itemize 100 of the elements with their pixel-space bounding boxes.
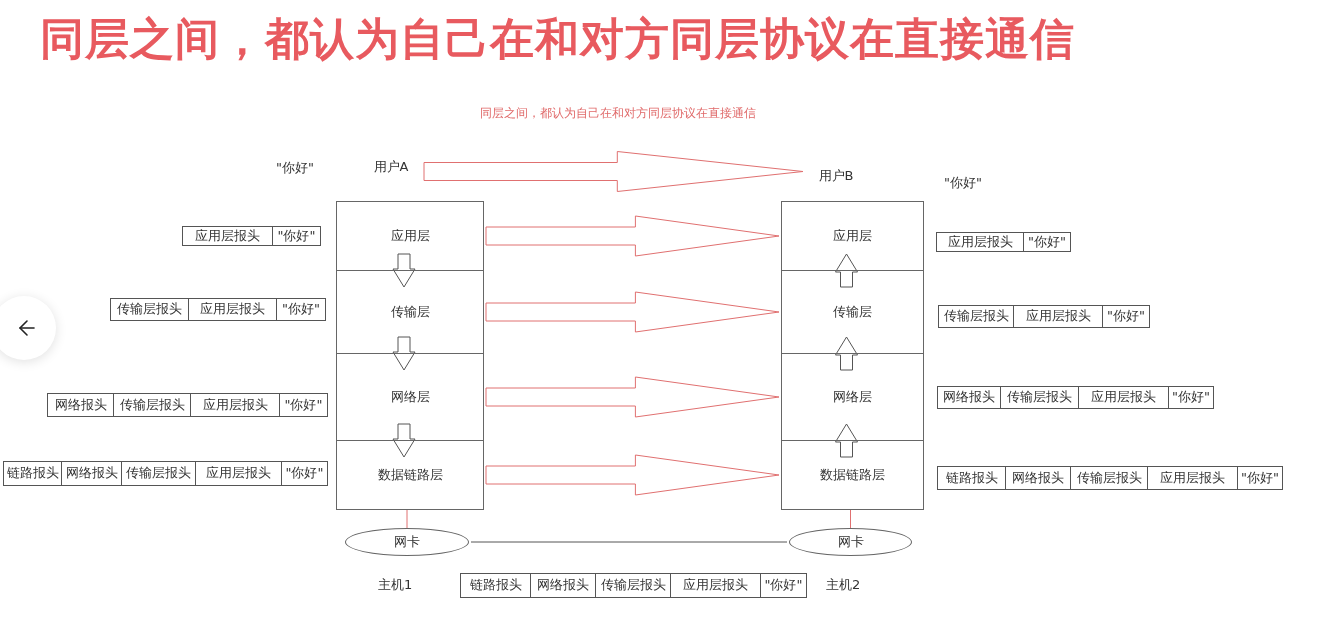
- user-label: 用户B: [805, 167, 867, 185]
- connector-line: [406, 509, 408, 529]
- header-cell: [937, 466, 1006, 490]
- header-cell: [182, 226, 273, 246]
- header-cell: [1023, 232, 1071, 252]
- header-label: "你好": [284, 397, 323, 413]
- header-label: 传输层报头: [1007, 390, 1072, 405]
- header-cell: [1013, 305, 1103, 328]
- header-label: 链路报头: [6, 466, 59, 481]
- header-label: 应用层报头: [202, 397, 268, 413]
- layer-box: [781, 353, 924, 441]
- header-label: 链路报头: [469, 578, 522, 593]
- header-label: "你好": [1172, 390, 1210, 405]
- header-cell: [121, 461, 196, 486]
- layer-label: 应用层: [833, 228, 872, 244]
- block-arrow: [835, 423, 858, 458]
- layer-label: 传输层: [390, 304, 430, 320]
- header-label: "你好": [282, 302, 320, 317]
- header-cell: [195, 461, 282, 486]
- header-label: "你好": [285, 466, 324, 481]
- layer-box: [781, 440, 924, 510]
- header-label: "你好": [1107, 309, 1145, 324]
- header-label: 链路报头: [945, 470, 998, 486]
- header-label: 网络报头: [537, 578, 589, 593]
- header-label: "你好": [1028, 234, 1066, 250]
- header-cell: [3, 461, 62, 486]
- block-arrow: [392, 253, 416, 288]
- header-cell: [937, 386, 1001, 409]
- layer-box: [336, 201, 484, 271]
- header-cell: [670, 573, 761, 598]
- header-cell: [272, 226, 321, 246]
- greeting-text: "你好": [276, 160, 314, 176]
- header-cell: [1000, 386, 1079, 409]
- header-label: 应用层报头: [200, 302, 265, 317]
- header-label: 网络报头: [943, 390, 995, 405]
- header-label: 传输层报头: [943, 309, 1009, 324]
- layer-box: [781, 201, 924, 271]
- header-cell: [113, 393, 191, 417]
- block-arrow: [392, 336, 416, 371]
- header-cell: [760, 573, 807, 598]
- layer-box: [336, 353, 484, 441]
- connector-line: [850, 509, 851, 529]
- header-cell: [530, 573, 596, 598]
- header-cell: [190, 393, 280, 417]
- header-label: "你好": [277, 228, 316, 244]
- layer-box: [336, 270, 484, 354]
- layer-label: 应用层: [390, 228, 430, 244]
- header-label: 应用层报头: [195, 228, 260, 244]
- header-label: 传输层报头: [600, 578, 666, 593]
- layer-box: [336, 440, 484, 510]
- header-label: "你好": [764, 578, 803, 593]
- header-cell: [188, 298, 277, 321]
- block-arrow: [485, 215, 780, 257]
- header-label: "你好": [1241, 470, 1279, 486]
- header-label: 应用层报头: [1160, 470, 1225, 486]
- connector-line: [470, 541, 788, 543]
- host-label: 主机1: [378, 577, 413, 593]
- host-label: 主机2: [826, 577, 861, 593]
- header-cell: [1005, 466, 1071, 490]
- header-cell: [47, 393, 114, 417]
- header-cell: [281, 461, 328, 486]
- header-label: 网络报头: [54, 397, 107, 413]
- block-arrow: [835, 253, 858, 288]
- header-label: 应用层报头: [683, 578, 748, 593]
- header-cell: [279, 393, 328, 417]
- header-cell: [1147, 466, 1238, 490]
- header-cell: [1070, 466, 1148, 490]
- header-cell: [460, 573, 531, 598]
- header-label: 应用层报头: [1025, 309, 1091, 324]
- block-arrow: [392, 423, 416, 458]
- header-cell: [61, 461, 122, 486]
- header-label: 网络报头: [65, 466, 118, 481]
- header-cell: [276, 298, 326, 321]
- header-cell: [1102, 305, 1150, 328]
- header-cell: [938, 305, 1014, 328]
- page-title: 同层之间，都认为自己在和对方同层协议在直接通信: [40, 12, 1075, 66]
- header-label: 传输层报头: [119, 397, 185, 413]
- block-arrow: [423, 151, 804, 192]
- header-label: 传输层报头: [126, 466, 191, 481]
- nic-label: 网卡: [394, 534, 420, 550]
- layer-label: 数据链路层: [820, 467, 885, 483]
- greeting-text: "你好": [944, 175, 982, 191]
- header-cell: [110, 298, 189, 321]
- header-cell: [595, 573, 671, 598]
- block-arrow: [485, 291, 780, 333]
- layer-label: 数据链路层: [377, 467, 443, 483]
- nic-label: 网卡: [837, 534, 864, 550]
- layer-label: 网络层: [390, 389, 430, 405]
- header-label: 传输层报头: [1076, 470, 1142, 486]
- block-arrow: [835, 336, 858, 371]
- header-label: 传输层报头: [117, 302, 182, 317]
- header-label: 应用层报头: [206, 466, 271, 481]
- layer-label: 传输层: [833, 304, 872, 320]
- header-cell: [1078, 386, 1169, 409]
- header-label: 网络报头: [1012, 470, 1064, 486]
- subtitle: 同层之间，都认为自己在和对方同层协议在直接通信: [480, 106, 756, 121]
- header-label: 应用层报头: [1091, 390, 1156, 405]
- block-arrow: [485, 376, 780, 418]
- layer-box: [781, 270, 924, 354]
- header-label: 应用层报头: [947, 234, 1013, 250]
